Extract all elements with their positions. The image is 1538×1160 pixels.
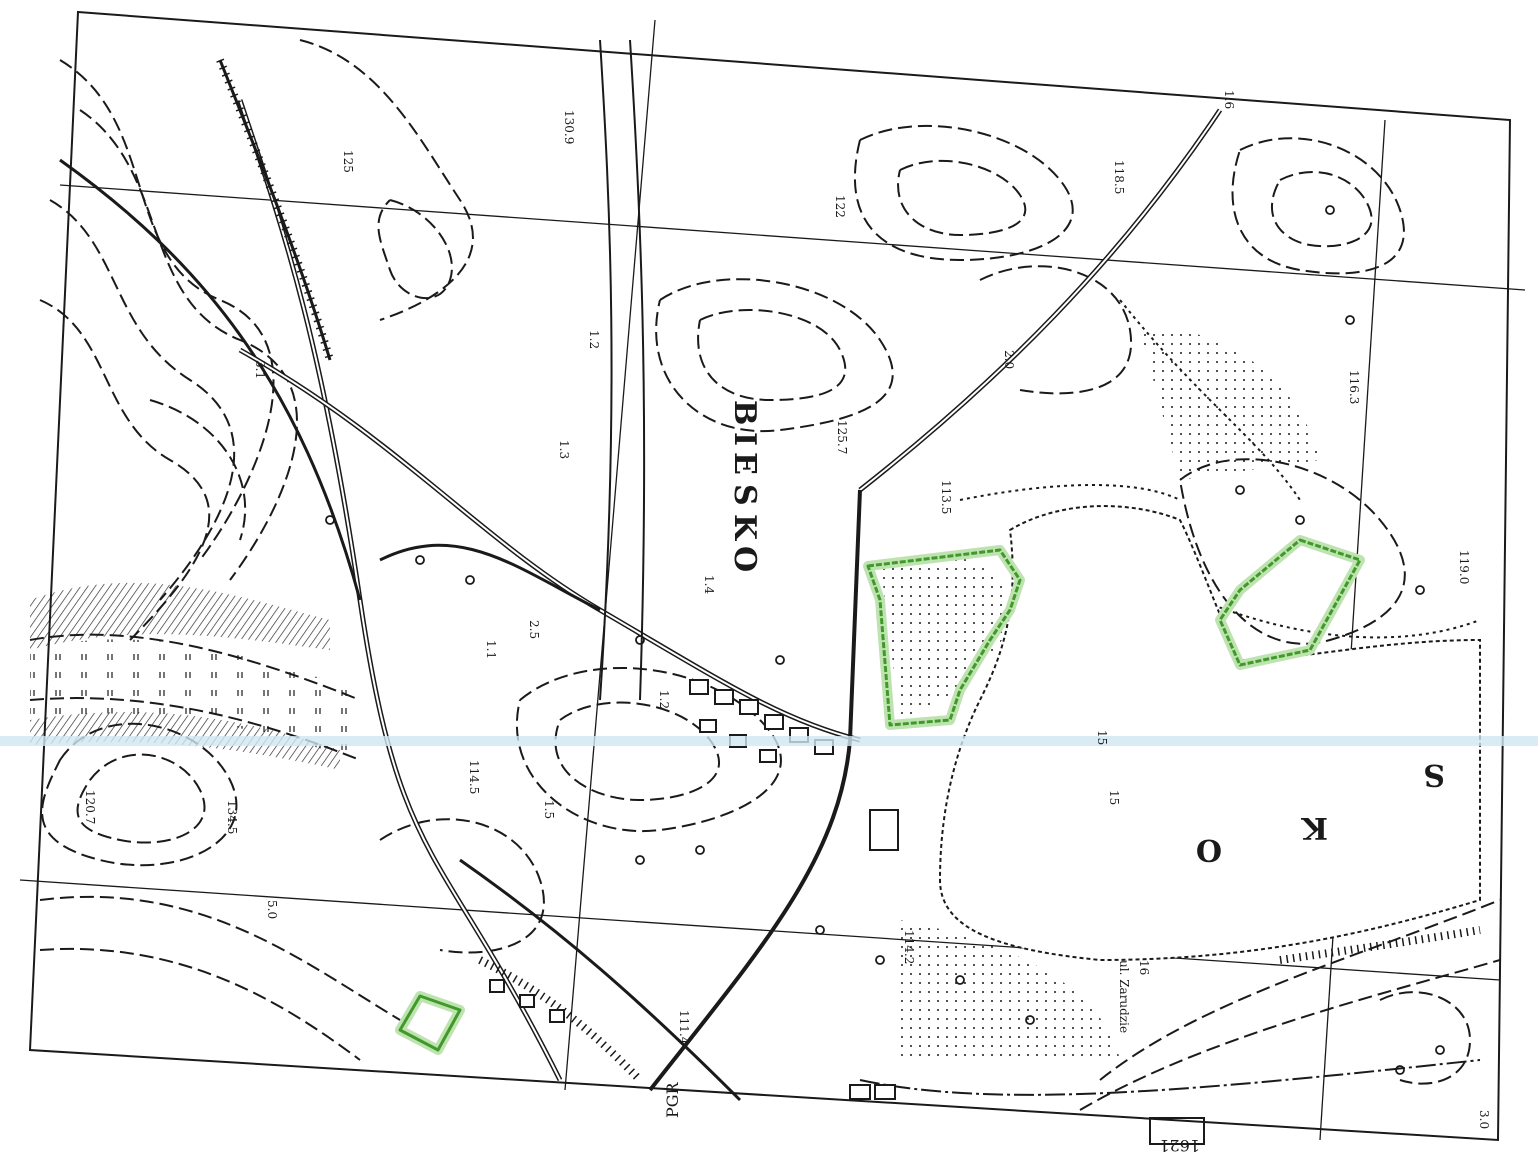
contour-label-10: 5.0 — [265, 900, 279, 919]
boundary-east-peninsula[interactable] — [1218, 538, 1362, 667]
contour-label-6: 1.5 — [542, 800, 556, 819]
contour-label-7: 1.3 — [557, 440, 571, 459]
railway — [216, 39, 1481, 1083]
spot-height-6: 114.2 — [902, 930, 916, 964]
lake-depth-3: 16 — [1137, 960, 1151, 975]
contour-label-12: 1.4 — [702, 575, 716, 594]
map-labels: PGR 1621 ul. Zarudzie 15 15 16 130.9 125… — [83, 90, 1491, 1155]
lake-depth-1: 15 — [1107, 790, 1121, 805]
spot-height-11: 119.0 — [1457, 550, 1471, 584]
contour-label-1: 1.6 — [1222, 90, 1236, 109]
spot-height-10: 134.5 — [225, 800, 239, 834]
place-name: B I E S K O — [727, 400, 762, 574]
lake-letter-k: K — [1301, 810, 1328, 845]
place-letter-k: K — [727, 514, 762, 542]
place-letter-b: B — [727, 400, 762, 427]
contour-label-8: 1.1 — [484, 640, 498, 659]
spot-height-1: 130.9 — [562, 110, 576, 144]
place-letter-e: E — [727, 452, 762, 477]
contour-label-3: 1.2 — [587, 330, 601, 349]
contour-label-11: 1.2 — [657, 690, 671, 709]
road-shield — [1149, 1117, 1205, 1145]
lake-letter-o: O — [1196, 832, 1222, 867]
spot-height-13: 113.5 — [939, 480, 953, 514]
contour-label-2: 2.0 — [1002, 350, 1016, 369]
boundary-west-shore[interactable] — [866, 548, 1022, 727]
place-letter-i: I — [727, 432, 762, 448]
spot-height-7: 114.5 — [467, 760, 481, 794]
map-symbols — [325, 205, 1445, 1075]
spot-height-2: 125 — [341, 150, 355, 173]
spot-height-3: 122 — [833, 195, 847, 218]
spot-height-12: 120.7 — [83, 790, 97, 824]
place-letter-o: O — [727, 546, 762, 574]
grid-lines — [19, 19, 1526, 1141]
contour-label-9: 3.0 — [1477, 1110, 1491, 1129]
spot-height-9: 116.3 — [1347, 370, 1361, 404]
contour-label-5: 2.5 — [527, 620, 541, 639]
street-label: ul. Zarudzie — [1117, 960, 1131, 1033]
spot-height-5: 118.5 — [1112, 160, 1126, 194]
lake-name: S K O — [1196, 757, 1445, 867]
settlement-buildings — [489, 679, 899, 1100]
lake-letter-s: S — [1423, 757, 1445, 792]
road-shield-label: 1621 — [1159, 1136, 1200, 1155]
map-sheet — [28, 10, 1512, 1142]
spot-height-8: 111.4 — [677, 1010, 691, 1045]
contour-label-4: 3.1 — [253, 360, 267, 379]
lake-depth-2: 15 — [1095, 730, 1109, 745]
pgr-label: PGR — [663, 1081, 682, 1118]
garden-areas — [880, 328, 1320, 1060]
lake — [938, 505, 1481, 962]
place-letter-s: S — [727, 484, 762, 508]
spot-height-4: 125.7 — [835, 420, 849, 454]
protected-area-boundaries[interactable] — [395, 535, 1365, 1055]
boundary-south-plot[interactable] — [398, 994, 462, 1052]
scan-seam — [0, 736, 1538, 746]
